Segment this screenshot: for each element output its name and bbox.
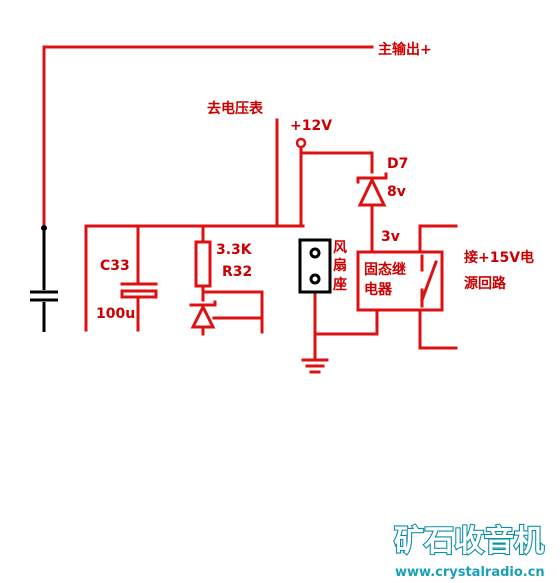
fan-socket-pin-top <box>309 247 321 259</box>
label-r32-value: 3.3K <box>216 242 253 258</box>
r32-resistor <box>194 240 212 288</box>
zener-diode-lower <box>189 300 217 329</box>
capacitor-black <box>30 228 58 332</box>
ground-symbol <box>301 358 329 374</box>
fan-socket-pin-bottom <box>309 273 321 285</box>
label-main-output: 主输出+ <box>378 41 432 58</box>
label-c33-value: 100u <box>96 306 135 322</box>
label-relay-voltage: 3v <box>381 229 400 245</box>
label-d7-voltage: 8v <box>387 184 406 200</box>
wire-ground-return <box>313 308 379 336</box>
wire-main-output <box>42 45 374 230</box>
label-fan-1: 风 <box>333 240 347 256</box>
label-fan-3: 座 <box>333 276 347 293</box>
label-c33: C33 <box>100 258 130 274</box>
label-15v-1: 接+15V电 <box>464 249 534 266</box>
relay-switch <box>420 254 438 302</box>
label-r32: R32 <box>222 264 252 280</box>
label-d7: D7 <box>387 156 408 172</box>
solid-state-relay <box>356 250 444 312</box>
label-ssr-2: 电器 <box>364 281 393 298</box>
watermark-url: www.crystalradio.cn <box>395 565 545 580</box>
wire-12v-d7 <box>299 151 374 174</box>
d7-zener-diode <box>356 172 388 207</box>
label-ssr-1: 固态继 <box>364 261 406 278</box>
fan-socket-box <box>298 238 332 294</box>
terminal-12v <box>295 137 307 149</box>
label-plus12v: +12V <box>290 118 332 134</box>
label-15v-2: 源回路 <box>464 275 507 292</box>
label-fan-2: 扇 <box>333 257 347 274</box>
junction-dot <box>41 225 47 231</box>
c33-plate-bottom <box>120 289 158 299</box>
wire-top-rail <box>84 224 305 332</box>
label-to-voltmeter: 去电压表 <box>207 100 264 117</box>
watermark-brand: 矿石收音机 <box>394 524 544 559</box>
